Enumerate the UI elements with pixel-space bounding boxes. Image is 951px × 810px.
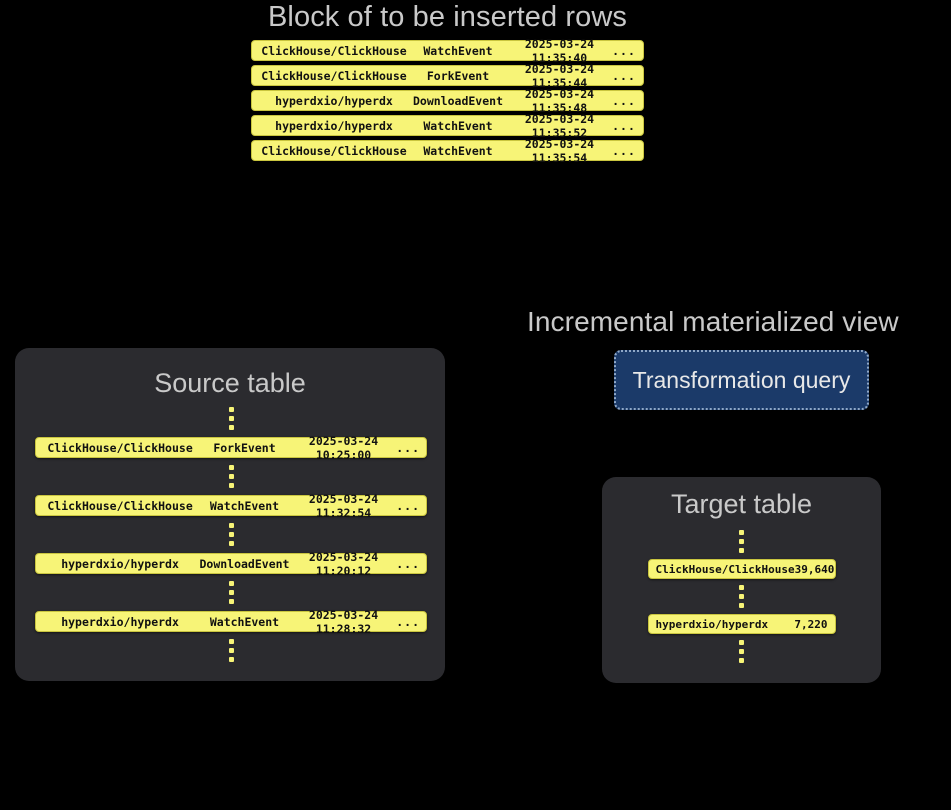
table-row: hyperdxio/hyperdx WatchEvent 2025-03-24 … [35,608,427,636]
row-repo: ClickHouse/ClickHouse [47,440,193,455]
vertical-ellipsis-icon [228,521,234,548]
row-repo: hyperdxio/hyperdx [275,93,393,108]
table-row: hyperdxio/hyperdx 7,220 [647,614,836,634]
table-row: hyperdxio/hyperdx DownloadEvent 2025-03-… [35,550,427,578]
row-timestamp: 2025-03-24 11:35:48 [524,86,595,115]
row-more: ... [612,93,636,108]
table-row: ClickHouse/ClickHouse 39,640 [647,559,836,579]
row-timestamp: 2025-03-24 11:35:54 [524,136,595,165]
row-event: WatchEvent [209,614,280,629]
vertical-ellipsis-icon [739,583,744,610]
table-row: ClickHouse/ClickHouse ForkEvent 2025-03-… [251,62,644,90]
block-title: Block of to be inserted rows [267,1,628,33]
row-event: ForkEvent [426,68,490,83]
table-row: ClickHouse/ClickHouse WatchEvent 2025-03… [251,37,644,65]
target-table-title: Target table [670,489,813,519]
vertical-ellipsis-icon [228,405,234,432]
row-timestamp: 2025-03-24 10:25:00 [308,433,379,462]
row-event: WatchEvent [423,43,493,58]
row-more: ... [396,614,420,629]
row-repo: ClickHouse/ClickHouse [655,562,795,576]
row-repo: hyperdxio/hyperdx [275,118,393,133]
row-more: ... [612,43,636,58]
row-more: ... [612,143,636,158]
insert-block-rows: ClickHouse/ClickHouse WatchEvent 2025-03… [251,37,644,165]
row-repo: ClickHouse/ClickHouse [47,498,193,513]
row-timestamp: 2025-03-24 11:35:52 [524,111,595,140]
source-table-title: Source table [154,368,306,398]
row-event: DownloadEvent [199,556,290,571]
row-repo: ClickHouse/ClickHouse [261,143,407,158]
vertical-ellipsis-icon [739,528,744,555]
row-more: ... [396,440,420,455]
row-timestamp: 2025-03-24 11:32:54 [308,491,379,520]
source-table-panel: Source table ClickHouse/ClickHouse ForkE… [15,348,445,681]
materialized-view-title: Incremental materialized view [527,306,899,337]
target-table-panel: Target table ClickHouse/ClickHouse 39,64… [602,477,881,683]
row-more: ... [396,498,420,513]
row-event: WatchEvent [209,498,280,513]
vertical-ellipsis-icon [739,638,744,665]
row-event: WatchEvent [423,143,493,158]
row-more: ... [612,68,636,83]
table-row: hyperdxio/hyperdx DownloadEvent 2025-03-… [251,87,644,115]
vertical-ellipsis-icon [228,637,234,664]
source-table-rows: ClickHouse/ClickHouse ForkEvent 2025-03-… [35,400,427,669]
row-repo: hyperdxio/hyperdx [61,556,179,571]
row-timestamp: 2025-03-24 11:28:32 [308,607,379,636]
row-count: 7,220 [794,617,828,631]
row-event: ForkEvent [213,440,276,455]
row-repo: ClickHouse/ClickHouse [261,68,407,83]
table-row: ClickHouse/ClickHouse WatchEvent 2025-03… [251,137,644,165]
row-count: 39,640 [794,562,835,576]
target-table-rows: ClickHouse/ClickHouse 39,640 hyperdxio/h… [602,524,881,669]
vertical-ellipsis-icon [228,463,234,490]
transformation-query-button[interactable]: Transformation query [614,350,869,410]
row-timestamp: 2025-03-24 11:35:40 [524,36,595,65]
table-row: ClickHouse/ClickHouse WatchEvent 2025-03… [35,492,427,520]
row-timestamp: 2025-03-24 11:35:44 [524,61,595,90]
table-row: hyperdxio/hyperdx WatchEvent 2025-03-24 … [251,112,644,140]
row-more: ... [612,118,636,133]
row-repo: ClickHouse/ClickHouse [261,43,407,58]
vertical-ellipsis-icon [228,579,234,606]
row-repo: hyperdxio/hyperdx [61,614,179,629]
row-event: WatchEvent [423,118,493,133]
table-row: ClickHouse/ClickHouse ForkEvent 2025-03-… [35,434,427,462]
row-event: DownloadEvent [412,93,503,108]
row-timestamp: 2025-03-24 11:20:12 [308,549,379,578]
row-repo: hyperdxio/hyperdx [655,617,769,631]
row-more: ... [396,556,420,571]
